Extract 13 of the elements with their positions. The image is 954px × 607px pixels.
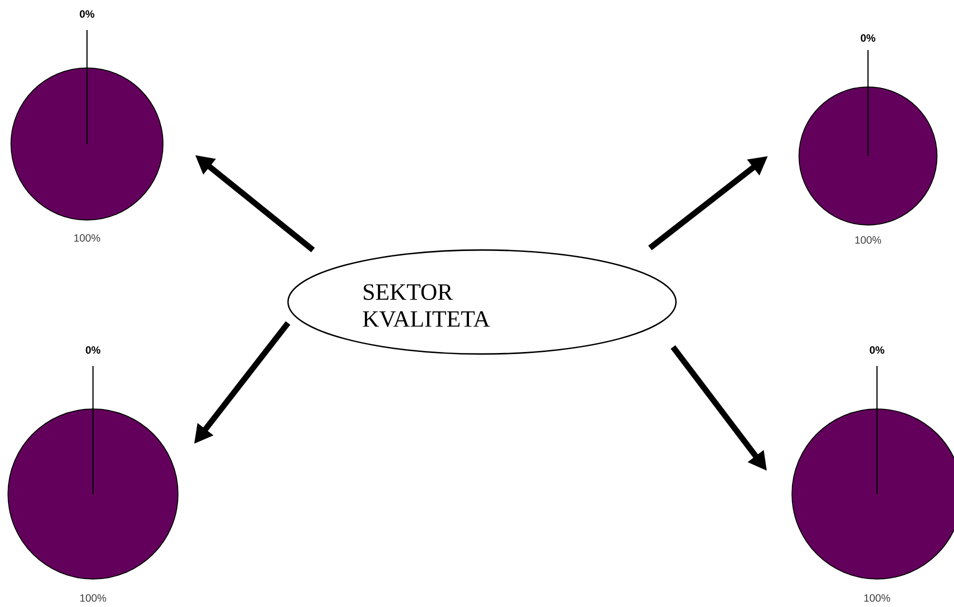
percent-label: 0% xyxy=(860,34,876,42)
pie-chart xyxy=(792,366,954,580)
percent-label: 100% xyxy=(855,236,882,244)
ellipse-node: SEKTOR KVALITETA xyxy=(287,249,677,355)
percent-label: 100% xyxy=(80,594,106,602)
percent-label: 100% xyxy=(864,594,890,602)
percent-label: 0% xyxy=(80,10,94,18)
percent-label: 0% xyxy=(86,346,100,354)
pie-chart xyxy=(798,50,938,226)
pie-chart xyxy=(8,366,178,580)
percent-label: 0% xyxy=(870,346,884,354)
percent-label: 100% xyxy=(74,234,100,242)
pie-chart xyxy=(10,30,164,220)
